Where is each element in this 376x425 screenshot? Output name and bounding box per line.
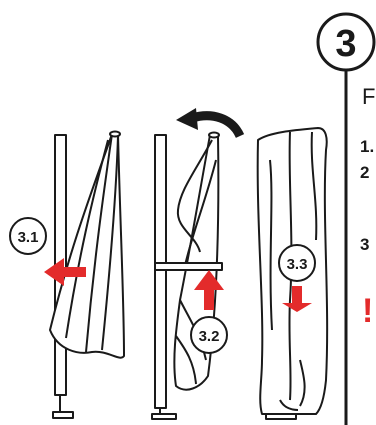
callout-3-2-label: 3.2 <box>199 328 220 345</box>
step-number: 3 <box>335 23 356 65</box>
instruction-item-2: 2 <box>360 163 369 182</box>
callout-3-1: 3.1 <box>10 218 46 254</box>
callout-3-1-label: 3.1 <box>18 229 39 246</box>
instruction-item-1: 1. <box>360 137 374 156</box>
instruction-heading: F <box>362 84 375 109</box>
callout-3-3-label: 3.3 <box>287 256 308 273</box>
curved-arrow-icon <box>176 108 240 136</box>
instruction-item-3: 3 <box>360 235 369 254</box>
callout-3-2: 3.2 <box>191 317 227 353</box>
step-badge: 3 <box>318 14 374 70</box>
warning-icon: ! <box>362 292 373 330</box>
callout-3-3: 3.3 <box>279 245 315 281</box>
